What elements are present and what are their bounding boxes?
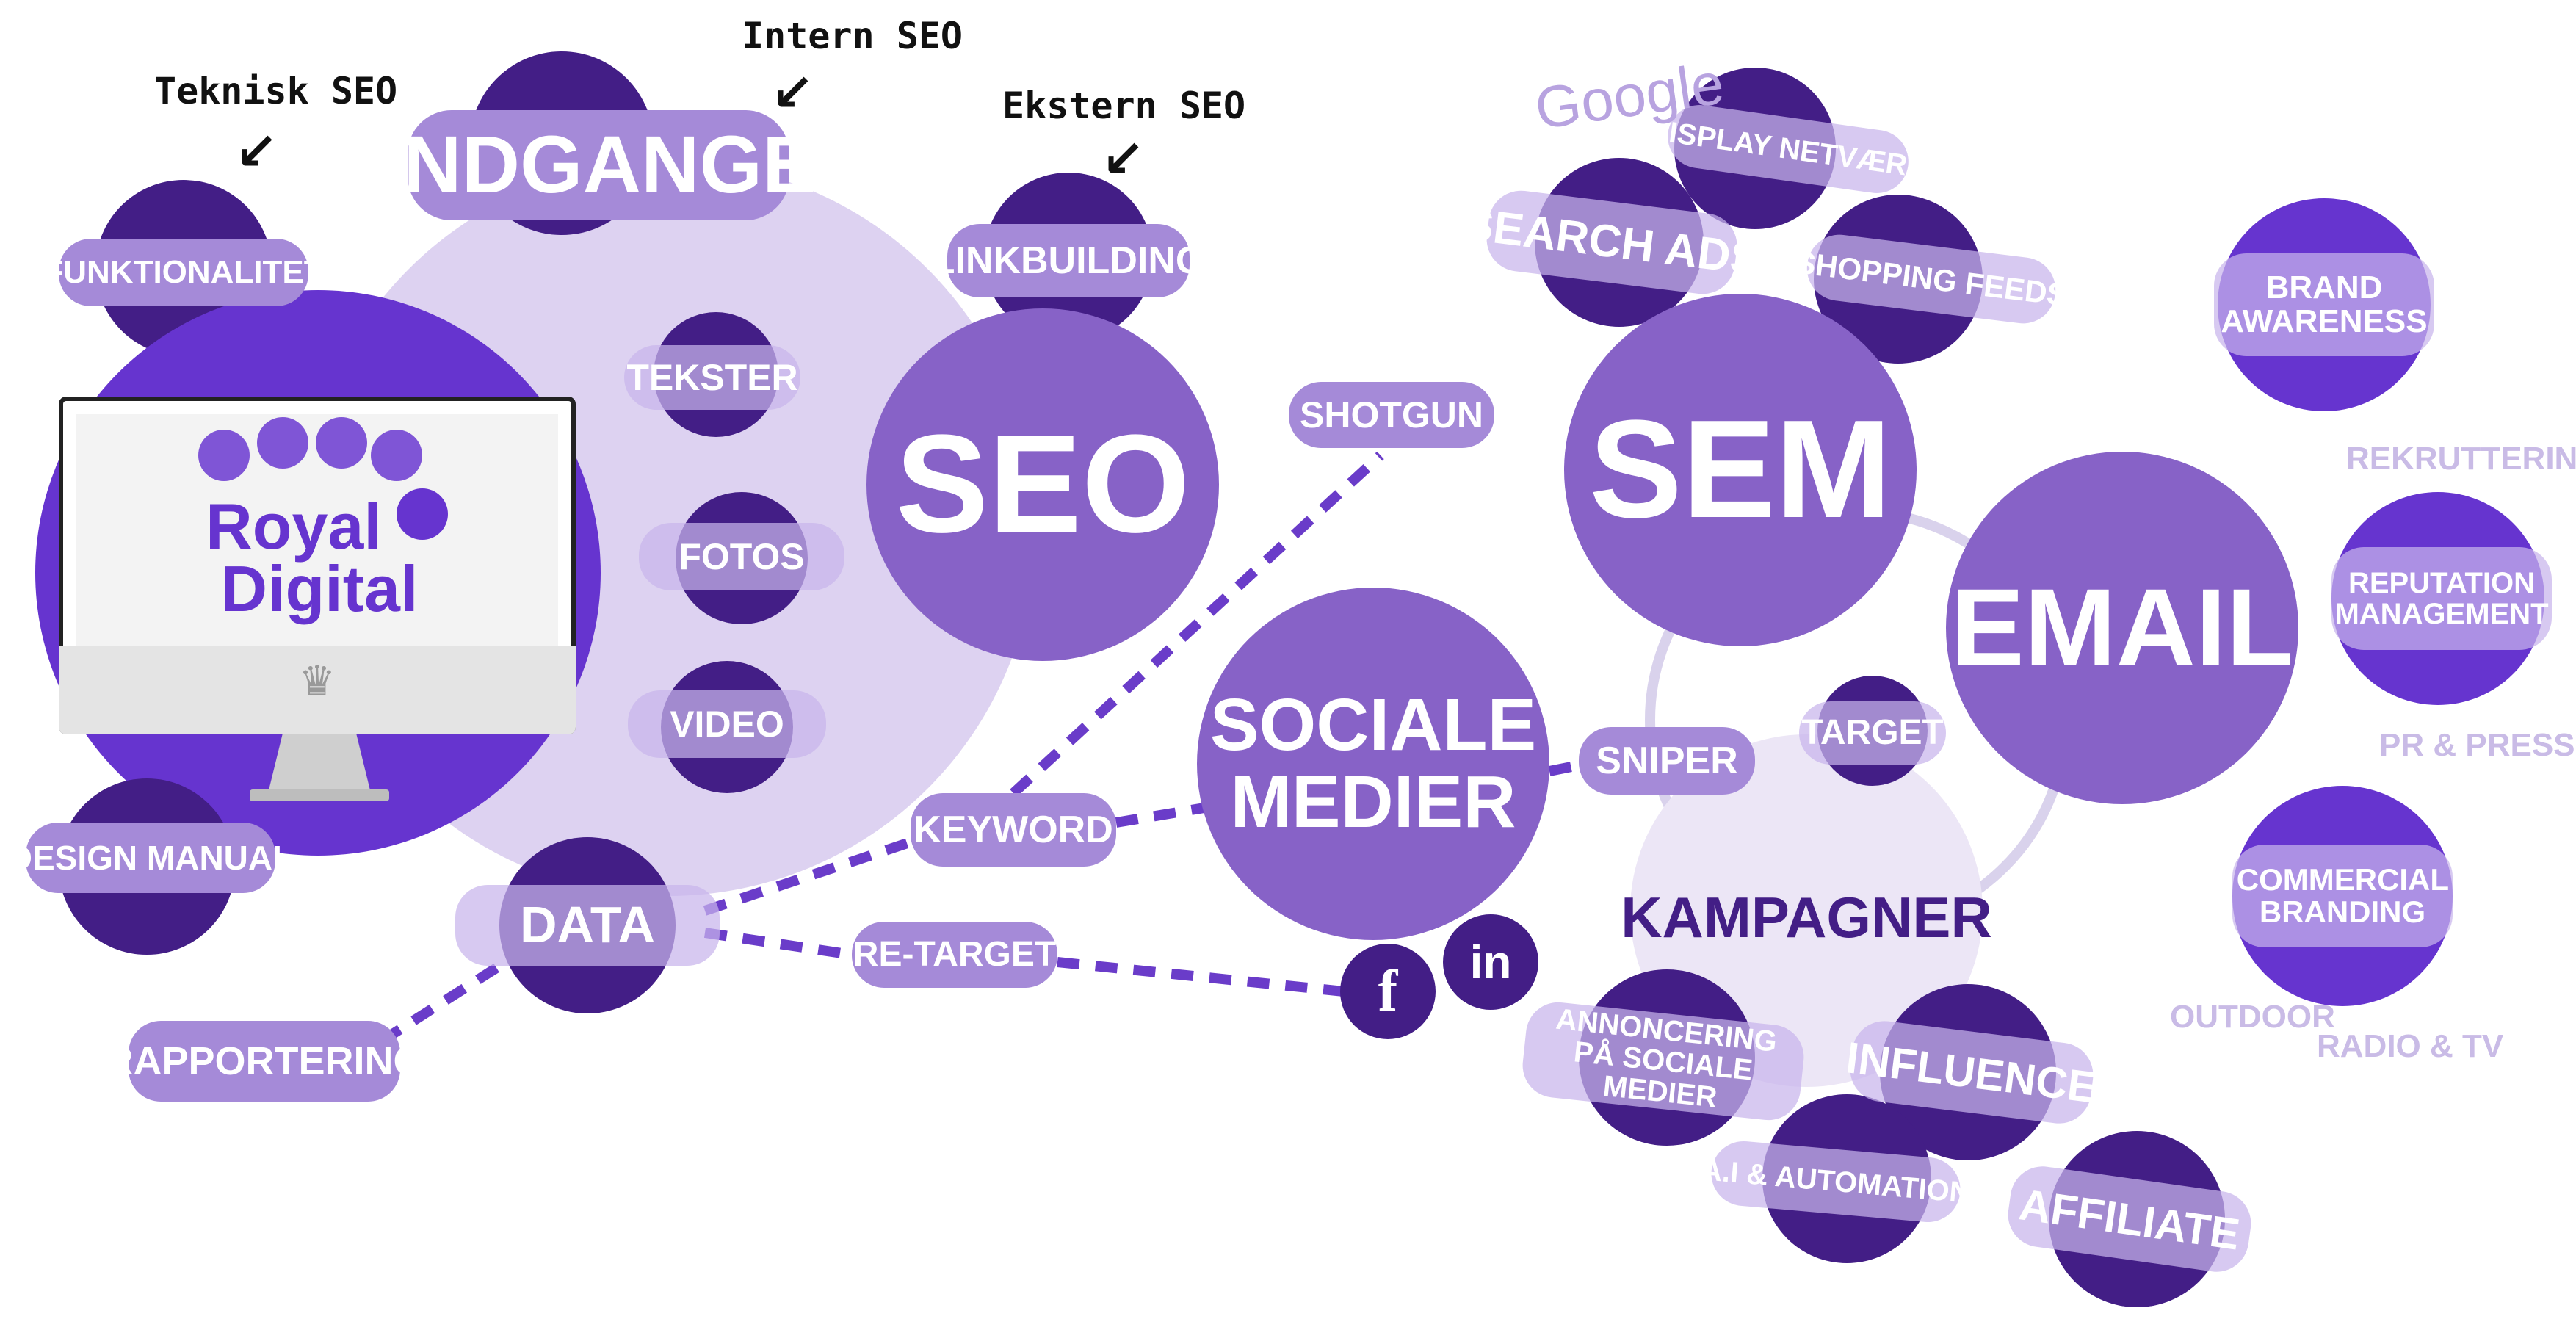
sniper-label: SNIPER	[1579, 727, 1755, 795]
email-label: EMAIL	[1950, 565, 2294, 690]
outdoor-label: OUTDOOR	[2170, 999, 2335, 1035]
commercial-label: COMMERCIAL BRANDING	[2232, 845, 2453, 947]
indgange-label: INDGANGE	[381, 110, 816, 220]
sem-label: SEM	[1589, 391, 1892, 548]
tekster-label: TEKSTER	[624, 345, 800, 410]
logo-royal: Royal	[206, 490, 382, 563]
radio-label: RADIO & TV	[2317, 1028, 2504, 1064]
reputation-label: REPUTATION MANAGEMENT	[2331, 547, 2552, 650]
linkbuilding-label: LINKBUILDING	[932, 224, 1205, 297]
line-data-rapportering	[364, 943, 532, 1055]
monitor-stand	[268, 734, 371, 793]
line-retarget-facebook	[1057, 957, 1345, 997]
line-sociale-sniper	[1548, 759, 1588, 776]
seo-label: SEO	[895, 406, 1190, 563]
facebook-icon: f	[1340, 944, 1436, 1039]
linkedin-icon: in	[1443, 914, 1538, 1010]
design-manual-label: DESIGN MANUAL	[8, 823, 293, 893]
shotgun-label: SHOTGUN	[1289, 382, 1494, 448]
logo-dot	[198, 430, 250, 481]
ekstern-seo-annotation: Ekstern SEO	[1002, 84, 1246, 127]
video-label: VIDEO	[628, 690, 826, 758]
brand-awareness-label: BRAND AWARENESS	[2214, 253, 2434, 356]
email-hub	[1946, 452, 2298, 804]
line-data-retarget	[703, 928, 853, 960]
seo-hub	[866, 308, 1219, 661]
arrow-icon: ↙	[1101, 129, 1145, 189]
sociale-hub	[1197, 588, 1549, 940]
fotos-label: FOTOS	[639, 523, 844, 590]
monitor-chin	[59, 646, 576, 734]
arrow-icon: ↙	[235, 121, 278, 181]
line-data-keyword	[703, 832, 927, 916]
line-data-shotgun	[1010, 451, 1384, 798]
logo-dot	[371, 430, 422, 481]
keyword-label: KEYWORD	[911, 793, 1116, 867]
retarget-label: RE-TARGET	[852, 922, 1057, 988]
intern-seo-annotation: Intern SEO	[742, 15, 963, 57]
pr-label: PR & PRESSE	[2379, 727, 2576, 763]
logo-dot	[397, 488, 448, 540]
logo-digital: Digital	[220, 552, 419, 625]
teknisk-seo-annotation: Teknisk SEO	[154, 70, 398, 112]
line-keyword-sociale	[1115, 803, 1206, 828]
rapportering-label: RAPPORTERING	[104, 1021, 424, 1102]
kampagner-label: KAMPAGNER	[1621, 885, 1992, 950]
monitor-foot	[250, 789, 389, 801]
arrow-icon: ↙	[771, 62, 814, 123]
data-label: DATA	[455, 885, 720, 966]
sociale-label: SOCIALE MEDIER	[1209, 684, 1537, 843]
funktionalitet-label: FUNKTIONALITET	[43, 239, 324, 306]
target-label: TARGET	[1799, 701, 1946, 765]
rekruttering-label: REKRUTTERING	[2346, 441, 2576, 477]
logo-dot	[257, 417, 308, 469]
logo-dot	[316, 417, 367, 469]
crown-icon: ♛	[298, 657, 336, 705]
sem-hub	[1564, 294, 1917, 646]
